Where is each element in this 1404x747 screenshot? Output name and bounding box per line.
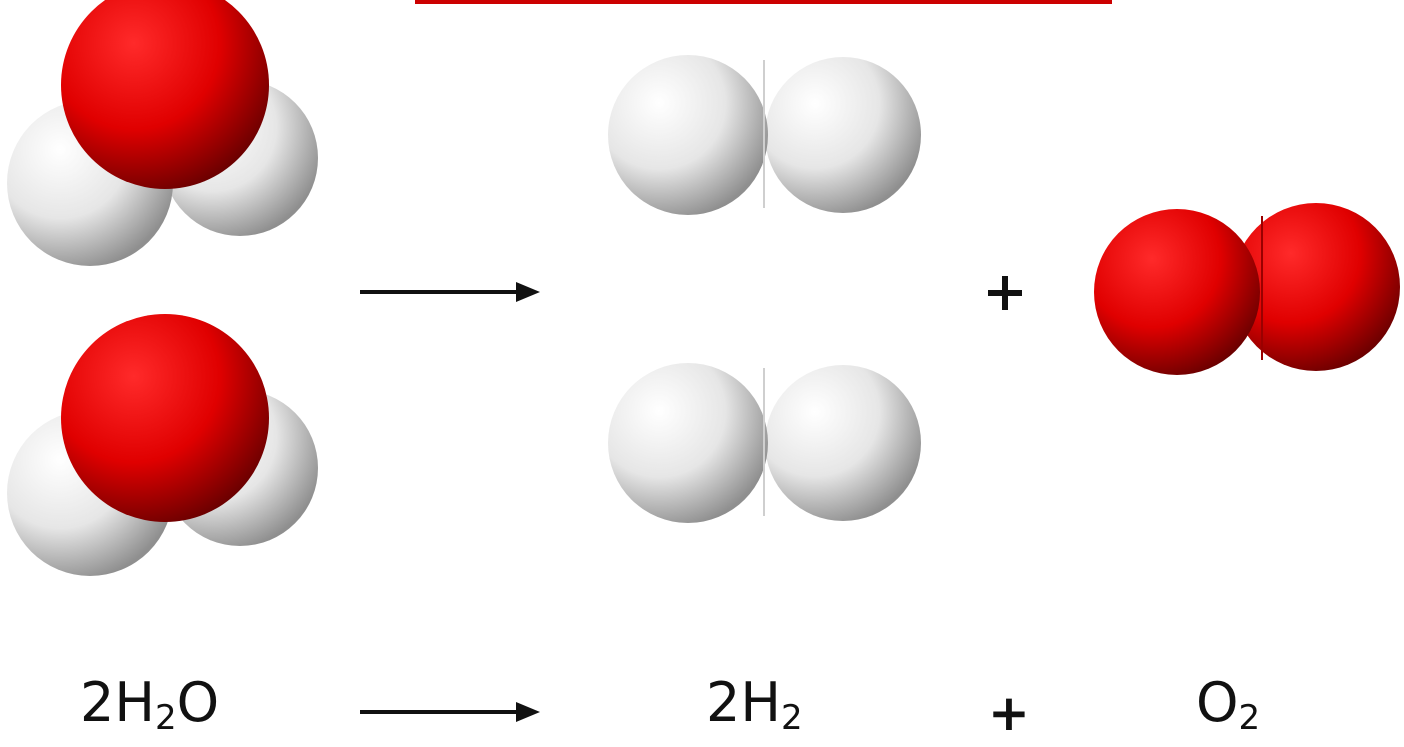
product-oxygen-subscript: 2	[1238, 698, 1261, 738]
water-molecule-bottom	[7, 314, 318, 576]
reaction-arrow-diagram	[360, 282, 540, 302]
water-molecule-top	[7, 0, 318, 266]
product-hydrogen-formula: 2H2	[706, 668, 803, 738]
reactant-symbol-o: O	[176, 671, 220, 734]
product-oxygen-symbol: O	[1196, 671, 1239, 734]
top-accent-line	[415, 0, 1112, 4]
hydrogen-atom	[765, 57, 921, 213]
product-hydrogen-subscript: 2	[780, 698, 803, 738]
oxygen-atom	[1232, 203, 1400, 371]
oxygen-atom	[1094, 209, 1260, 375]
plus-sign-equation: +	[988, 684, 1030, 742]
oxygen-atom	[61, 0, 269, 189]
hydrogen-atom	[608, 363, 768, 523]
plus-sign-diagram	[988, 276, 1022, 310]
reactant-symbol-h: H	[114, 671, 155, 734]
hydrogen-atom	[608, 55, 768, 215]
product-oxygen-formula: O2	[1196, 668, 1260, 738]
reactant-formula: 2H2O	[80, 668, 219, 738]
hydrogen-molecule-bottom	[608, 363, 921, 523]
oxygen-atom	[61, 314, 269, 522]
oxygen-molecule	[1094, 203, 1400, 375]
product-hydrogen-symbol: H	[740, 671, 781, 734]
reactant-subscript: 2	[154, 698, 177, 738]
reactant-coefficient: 2	[80, 671, 115, 734]
product-hydrogen-coefficient: 2	[706, 671, 741, 734]
hydrogen-molecule-top	[608, 55, 921, 215]
hydrogen-atom	[765, 365, 921, 521]
reaction-arrow-equation	[360, 702, 540, 722]
